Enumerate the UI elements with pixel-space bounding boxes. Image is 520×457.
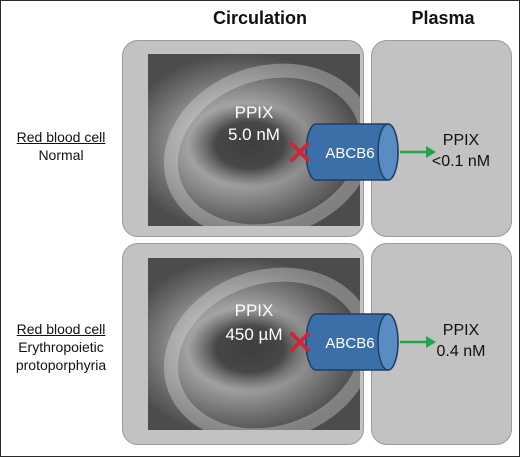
plasma-ppix-value: 0.4 nM [436,343,486,360]
row-subtitle-line1: Erythropoietic [18,339,104,355]
x-mark-icon [290,332,310,352]
plasma-ppix-epp: PPIX 0.4 nM [416,320,506,362]
transporter-label: ABCB6 [325,145,374,162]
plasma-ppix-label: PPIX [442,132,480,149]
cell-ppix-value: 5.0 nM [228,125,280,144]
circulation-header: Circulation [212,8,307,28]
transporter-diagram-normal: ABCB6 [290,123,436,181]
transporter-label: ABCB6 [325,335,374,352]
row-label-normal: Red blood cell Normal [6,128,116,164]
cell-ppix-value: 450 µM [225,325,283,344]
row-subtitle: Normal [38,147,84,163]
x-mark-icon [290,142,310,162]
plasma-header: Plasma [411,8,475,28]
cell-ppix-label: PPIX [234,103,274,122]
plasma-ppix-normal: PPIX <0.1 nM [416,130,506,172]
cell-ppix-label: PPIX [234,301,274,320]
arrow-right-icon [400,336,436,348]
row-subtitle-line2: protoporphyria [15,357,107,373]
arrow-right-icon [400,146,436,158]
cylinder-icon [305,313,399,371]
plasma-ppix-label: PPIX [442,322,480,339]
cylinder-icon [305,123,399,181]
row-label-epp: Red blood cell Erythropoietic protoporph… [6,320,116,374]
plasma-ppix-value: <0.1 nM [431,153,491,170]
row-title: Red blood cell [16,321,106,337]
row-title: Red blood cell [16,129,106,145]
transporter-diagram-epp: ABCB6 [290,313,436,371]
